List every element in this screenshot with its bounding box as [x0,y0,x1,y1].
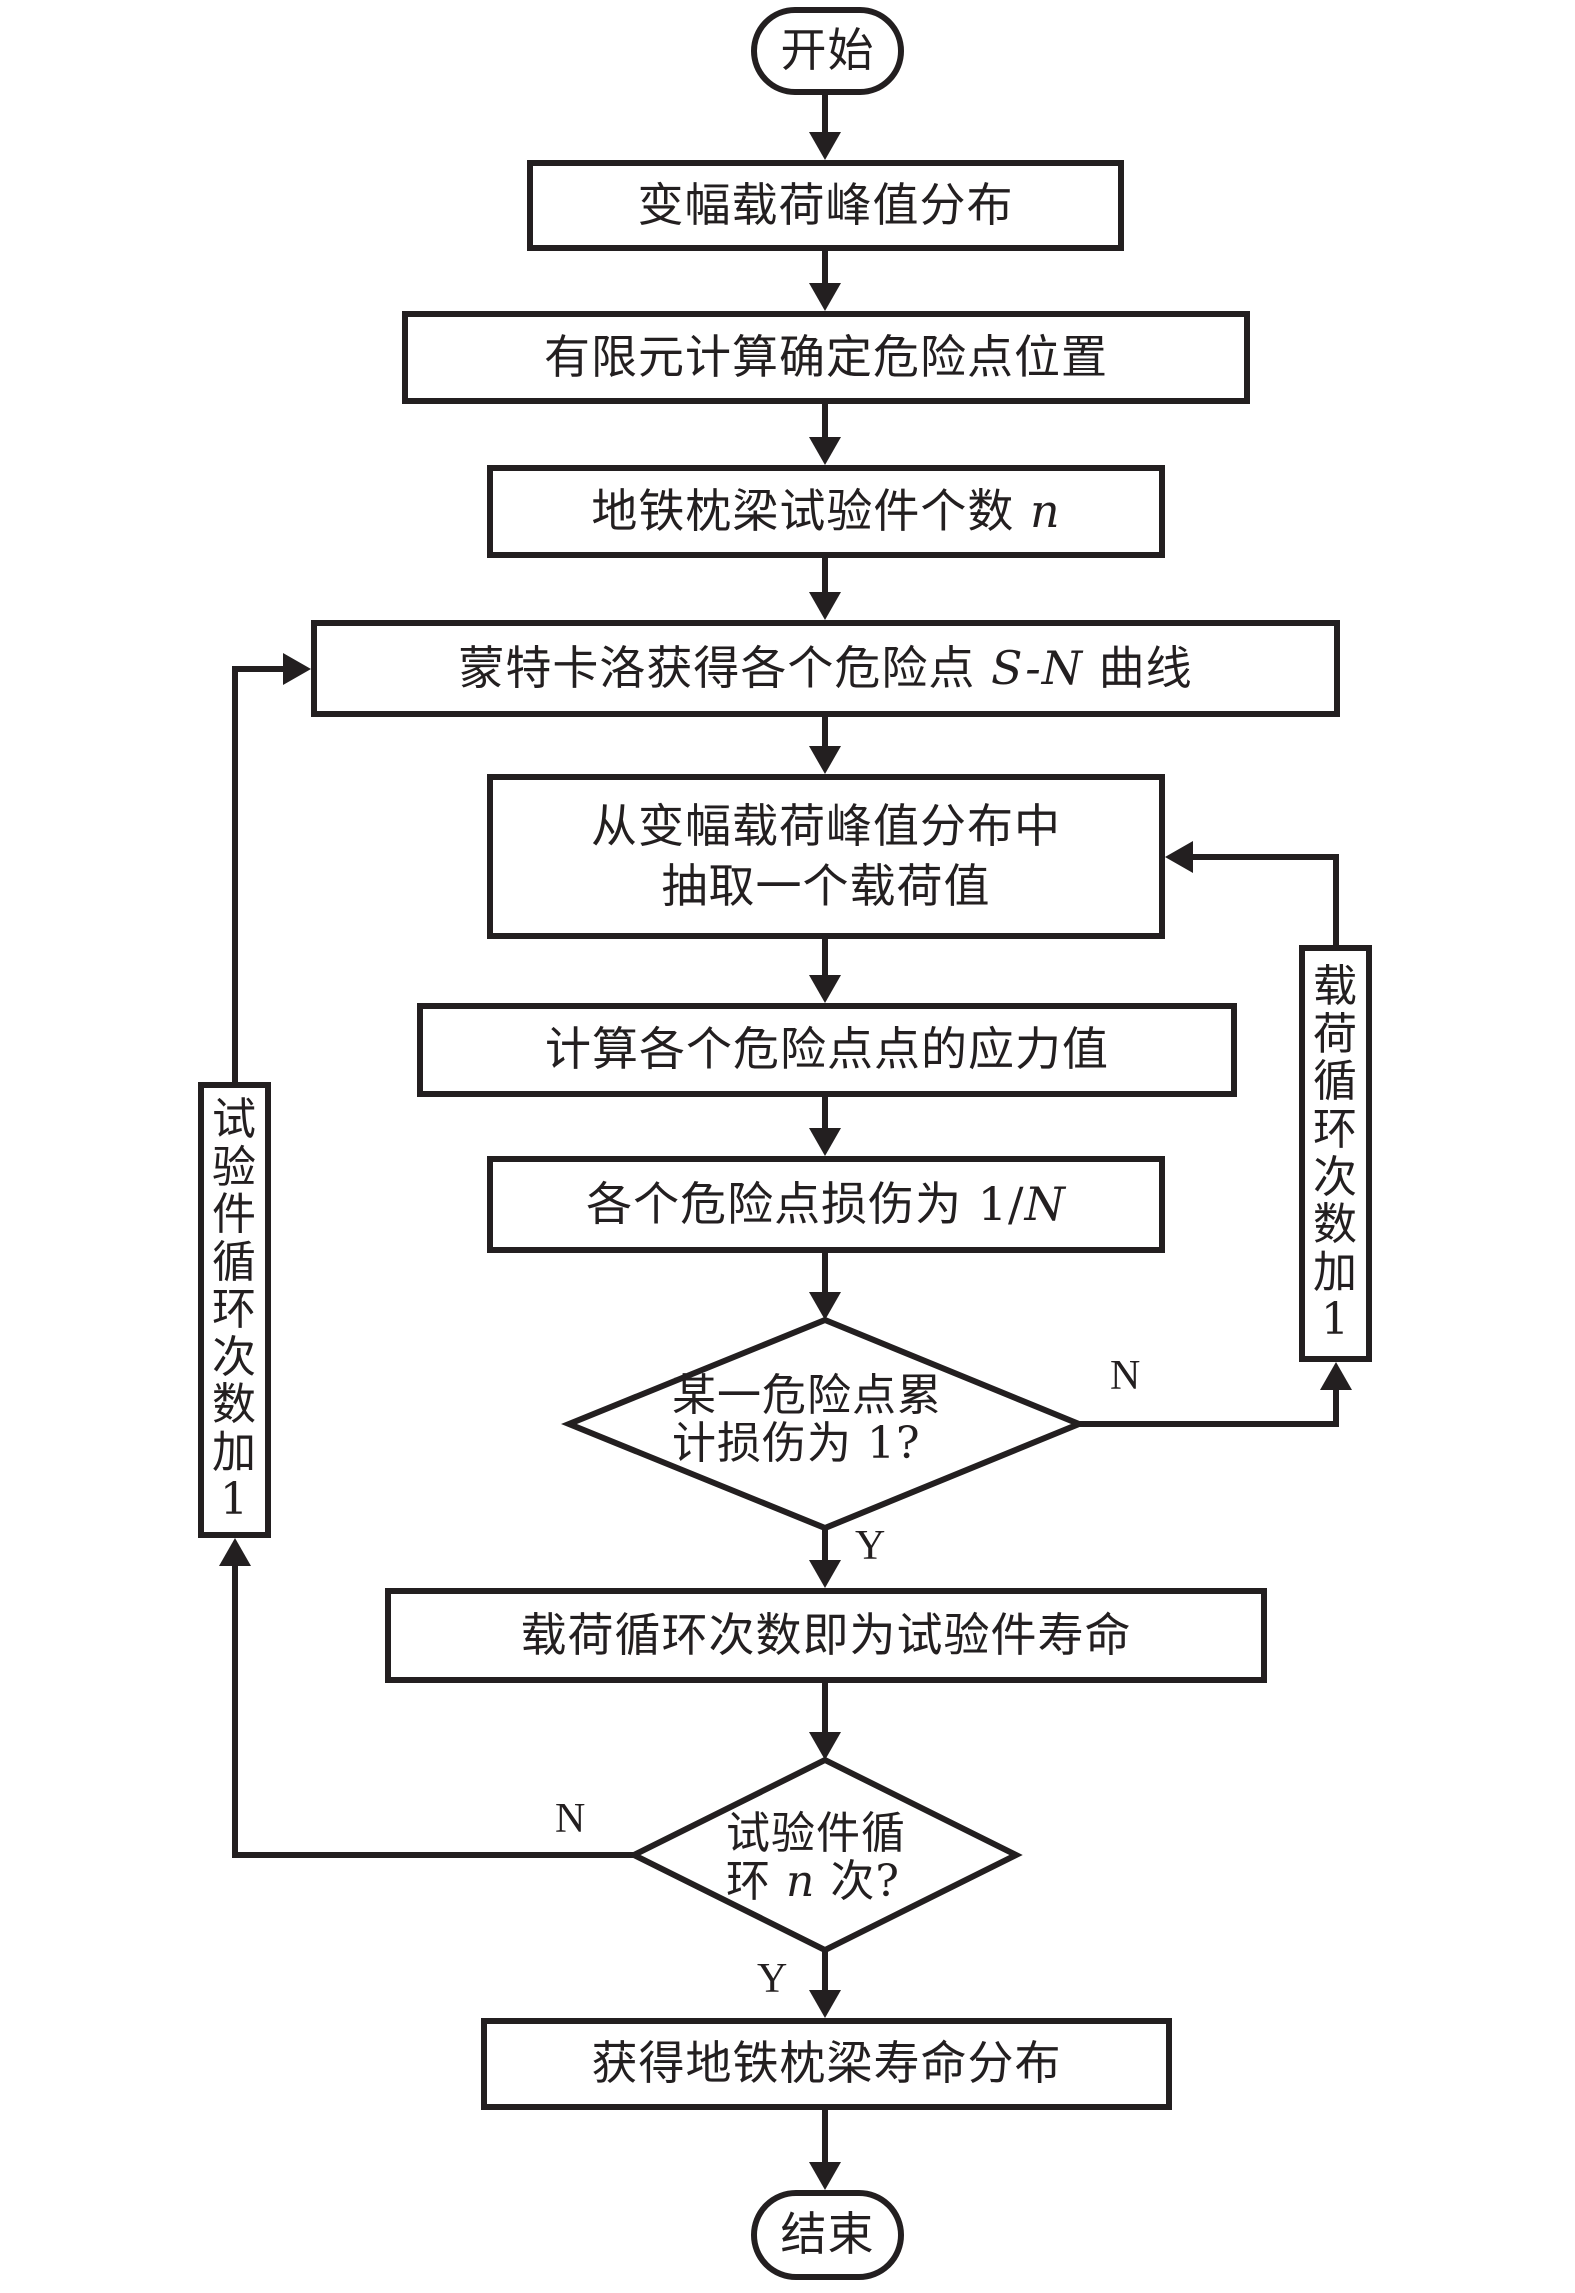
loop-specimen-cycles-plus-one: 试 验 件 循 环 次 数 加 1 [198,1082,271,1538]
loop-load-cycles-plus-one: 载 荷 循 环 次 数 加 1 [1299,945,1372,1362]
loop-char: 次 [212,1331,257,1383]
loop-char: 加 [1313,1246,1358,1298]
arrowhead-down [809,1732,841,1760]
arrowhead-up [219,1538,251,1566]
arrowhead-down [809,437,841,465]
decision-line2-pre: 环 [726,1856,771,1908]
decision-damage-reached: 某一危险点累 计损伤为 1? [672,1370,942,1470]
variable-sn: S-N [991,640,1083,695]
step-specimen-count: 地铁枕梁试验件个数 n [487,465,1165,558]
arrowhead-down [809,1560,841,1588]
label-d1-yes: Y [855,1523,886,1569]
loop-char: 数 [1313,1199,1358,1251]
decision-d2-shape [627,1756,1023,1954]
loop-char: 载 [1313,961,1358,1013]
loop-char: 1 [220,1474,249,1526]
arrowhead-down [809,746,841,774]
end-label: 结束 [780,2207,875,2262]
arrowhead-down [809,592,841,620]
step-label: 有限元计算确定危险点位置 [544,329,1108,384]
arrowhead-down [809,1292,841,1320]
step-label: 蒙特卡洛获得各个危险点 [458,640,976,695]
arrowhead-down [809,283,841,311]
loop-char: 循 [212,1236,257,1288]
step-life-distribution: 获得地铁枕梁寿命分布 [481,2018,1172,2110]
arrowhead-down [809,132,841,160]
step-label: 地铁枕梁试验件个数 [591,483,1015,538]
connector-d1-no [1079,1388,1339,1427]
step-label: 计算各个危险点点的应力值 [545,1022,1109,1077]
step-label: 载荷循环次数即为试验件寿命 [520,1607,1132,1662]
loop-char: 件 [212,1189,257,1241]
step-label-line2: 抽取一个载荷值 [661,858,991,913]
variable-n: n [1029,483,1061,538]
decision-line2: 计损伤为 1? [672,1418,921,1470]
step-label-tail: 曲线 [1098,640,1193,695]
arrowhead-right [283,653,311,685]
arrowhead-up [1320,1362,1352,1390]
start-label: 开始 [780,23,875,78]
decision-line2-post: 次? [830,1856,900,1908]
end-terminal: 结束 [751,2190,904,2280]
step-damage-1-over-n: 各个危险点损伤为 1/N [487,1156,1165,1253]
step-label: 各个危险点损伤为 1/ [586,1176,1025,1231]
label-d2-no: N [555,1796,586,1842]
step-cycles-equal-life: 载荷循环次数即为试验件寿命 [385,1588,1267,1683]
loop-char: 加 [212,1426,257,1478]
connector-specimenloop-s4 [232,666,286,1082]
step-label: 变幅载荷峰值分布 [637,177,1014,232]
step-label: 获得地铁枕梁寿命分布 [591,2036,1062,2091]
variable-N: N [1024,1176,1066,1231]
loop-char: 试 [212,1094,257,1146]
connector-loadloop-s5 [1190,854,1339,945]
step-load-peak-distribution: 变幅载荷峰值分布 [527,160,1124,251]
step-fem-danger-points: 有限元计算确定危险点位置 [402,311,1250,404]
label-d2-yes: Y [757,1956,788,2002]
decision-d1-shape [561,1316,1087,1532]
step-monte-carlo-sn: 蒙特卡洛获得各个危险点 S-N 曲线 [311,620,1340,717]
decision-specimen-n-cycles: 试验件循 环 n 次? [726,1808,906,1908]
start-terminal: 开始 [751,7,904,95]
arrowhead-down [809,975,841,1003]
loop-char: 验 [212,1141,257,1193]
loop-char: 荷 [1313,1008,1358,1060]
decision-line1: 试验件循 [726,1808,906,1859]
decision-line1: 某一危险点累 [672,1370,942,1421]
loop-char: 循 [1313,1056,1358,1108]
step-sample-load: 从变幅载荷峰值分布中 抽取一个载荷值 [487,774,1165,939]
variable-n: n [786,1856,816,1908]
loop-char: 次 [1313,1151,1358,1203]
loop-char: 数 [212,1379,257,1431]
step-compute-stress: 计算各个危险点点的应力值 [417,1003,1237,1097]
arrowhead-down [809,1128,841,1156]
arrowhead-left [1165,841,1193,873]
loop-char: 1 [1321,1294,1350,1346]
connector-d2-no [232,1563,634,1858]
loop-char: 环 [212,1284,257,1336]
loop-char: 环 [1313,1103,1358,1155]
label-d1-no: N [1110,1353,1141,1399]
arrowhead-down [809,2162,841,2190]
arrowhead-down [809,1990,841,2018]
step-label-line1: 从变幅载荷峰值分布中 [591,798,1061,853]
